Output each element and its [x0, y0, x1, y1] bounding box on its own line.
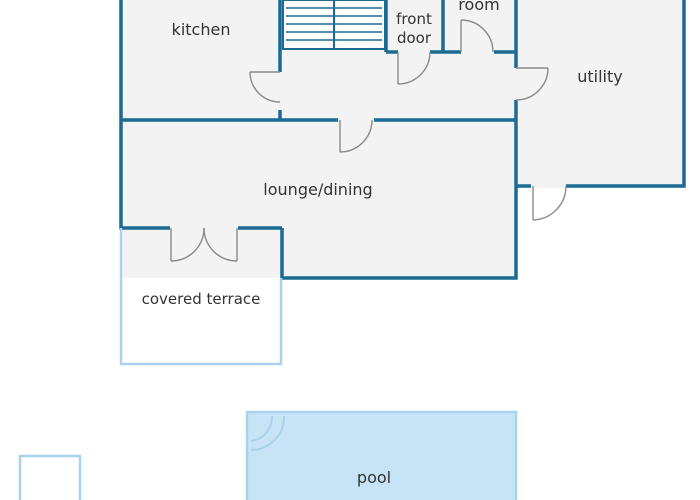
- outbuilding-outline: [18, 454, 82, 500]
- terrace-double-door: [170, 227, 238, 262]
- staircase: [282, 0, 386, 50]
- utility-floor: [516, 0, 684, 188]
- utility-exterior-door: [532, 185, 567, 221]
- kitchen-label: kitchen: [171, 20, 231, 39]
- front-door-swing: [397, 51, 431, 85]
- room-door: [460, 19, 494, 53]
- kitchen-floor: [121, 0, 280, 120]
- lounge-dining-floor: [121, 120, 516, 278]
- lounge-dining-label: lounge/dining: [263, 180, 373, 199]
- pool-basin: [245, 410, 518, 500]
- utility-wall-bottom-right: [566, 0, 686, 188]
- utility-door: [515, 67, 549, 101]
- kitchen-door: [249, 71, 281, 103]
- front-door-label-line-2: door: [396, 29, 432, 47]
- room-label: room: [458, 0, 500, 14]
- front-door-label: front door: [386, 10, 442, 48]
- front-door-label-line-1: front: [396, 10, 432, 28]
- pool-steps: [250, 415, 286, 451]
- utility-label: utility: [577, 67, 623, 86]
- covered-terrace-outline: [119, 228, 283, 366]
- covered-terrace-label: covered terrace: [141, 290, 261, 308]
- lounge-wall-bottom: [280, 186, 518, 280]
- pool-label: pool: [356, 468, 392, 487]
- front-door-floor: [386, 0, 443, 52]
- lounge-door: [339, 119, 373, 153]
